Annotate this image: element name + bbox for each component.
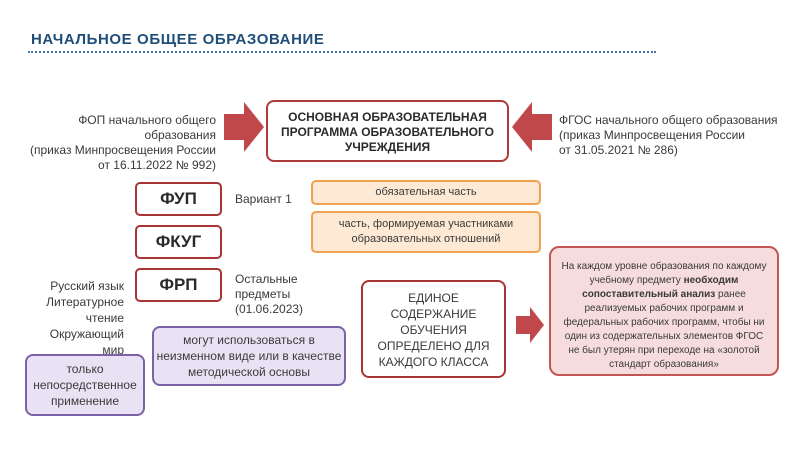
fgos-source-line: от 31.05.2021 № 286) xyxy=(559,143,678,157)
subject-item: мир xyxy=(102,343,124,357)
participants-part-line: часть, формируемая участниками xyxy=(338,218,514,230)
participants-part-line: образовательных отношений xyxy=(351,233,501,245)
participants-part-box: часть, формируемая участниками образоват… xyxy=(311,211,541,253)
fup-box: ФУП xyxy=(135,182,222,216)
mandatory-part-box: обязательная часть xyxy=(311,180,541,205)
fop-source-line: (приказ Минпросвещения России xyxy=(30,143,216,157)
fgos-source-line: ФГОС начального общего образования xyxy=(559,113,778,127)
other-subjects-line: предметы xyxy=(235,287,291,301)
fop-source-text: ФОП начального общего образования (прика… xyxy=(10,113,216,173)
other-subjects-line: Остальные xyxy=(235,272,298,286)
fop-source-line: ФОП начального общего образования xyxy=(78,113,216,142)
fgos-source-text: ФГОС начального общего образования (прик… xyxy=(559,113,794,158)
page-title: НАЧАЛЬНОЕ ОБЩЕЕ ОБРАЗОВАНИЕ xyxy=(31,31,325,48)
analysis-note-emphasis: необходим сопоставительный анализ xyxy=(582,275,739,300)
title-underline xyxy=(28,51,656,53)
variant-label: Вариант 1 xyxy=(235,192,292,206)
may-use-line: методической основы xyxy=(188,365,310,379)
main-program-line: ПРОГРАММА ОБРАЗОВАТЕЛЬНОГО xyxy=(281,125,494,139)
subject-item: Окружающий xyxy=(49,327,124,341)
right-arrow-icon xyxy=(516,307,544,343)
subjects-list: Русский язык Литературное чтение Окружаю… xyxy=(20,278,124,358)
analysis-note-text: ранее реализуемых рабочих программ и фед… xyxy=(563,289,765,370)
analysis-note-box: На каждом уровне образования по каждому … xyxy=(549,246,779,376)
fkug-box: ФКУГ xyxy=(135,225,222,259)
right-arrow-icon xyxy=(224,102,264,152)
other-subjects-line: (01.06.2023) xyxy=(235,302,304,316)
unified-content-line: ОБУЧЕНИЯ xyxy=(400,323,467,337)
main-program-line: УЧРЕЖДЕНИЯ xyxy=(344,140,431,154)
analysis-note-text: На каждом уровне образования по каждому … xyxy=(561,261,767,286)
main-program-line: ОСНОВНАЯ ОБРАЗОВАТЕЛЬНАЯ xyxy=(288,110,487,124)
unified-content-line: СОДЕРЖАНИЕ xyxy=(390,307,477,321)
left-arrow-icon xyxy=(512,102,552,152)
may-use-line: могут использоваться в xyxy=(183,333,315,347)
may-use-box: могут использоваться в неизменном виде и… xyxy=(152,326,346,386)
direct-use-line: применение xyxy=(50,394,120,408)
direct-use-box: только непосредственное применение xyxy=(25,354,145,416)
subject-item: Литературное xyxy=(46,295,124,309)
subject-item: Русский язык xyxy=(50,279,124,293)
fgos-source-line: (приказ Минпросвещения России xyxy=(559,128,745,142)
unified-content-box: ЕДИНОЕ СОДЕРЖАНИЕ ОБУЧЕНИЯ ОПРЕДЕЛЕНО ДЛ… xyxy=(361,280,506,378)
unified-content-line: ОПРЕДЕЛЕНО ДЛЯ xyxy=(377,339,490,353)
other-subjects-label: Остальные предметы (01.06.2023) xyxy=(235,272,335,317)
unified-content-line: КАЖДОГО КЛАССА xyxy=(378,355,489,369)
fop-source-line: от 16.11.2022 № 992) xyxy=(98,158,216,172)
frp-box: ФРП xyxy=(135,268,222,302)
direct-use-line: только xyxy=(66,362,104,376)
main-program-box: ОСНОВНАЯ ОБРАЗОВАТЕЛЬНАЯ ПРОГРАММА ОБРАЗ… xyxy=(266,100,509,162)
may-use-line: неизменном виде или в качестве xyxy=(156,349,342,363)
direct-use-line: непосредственное xyxy=(33,378,137,392)
unified-content-line: ЕДИНОЕ xyxy=(408,291,459,305)
subject-item: чтение xyxy=(85,311,124,325)
